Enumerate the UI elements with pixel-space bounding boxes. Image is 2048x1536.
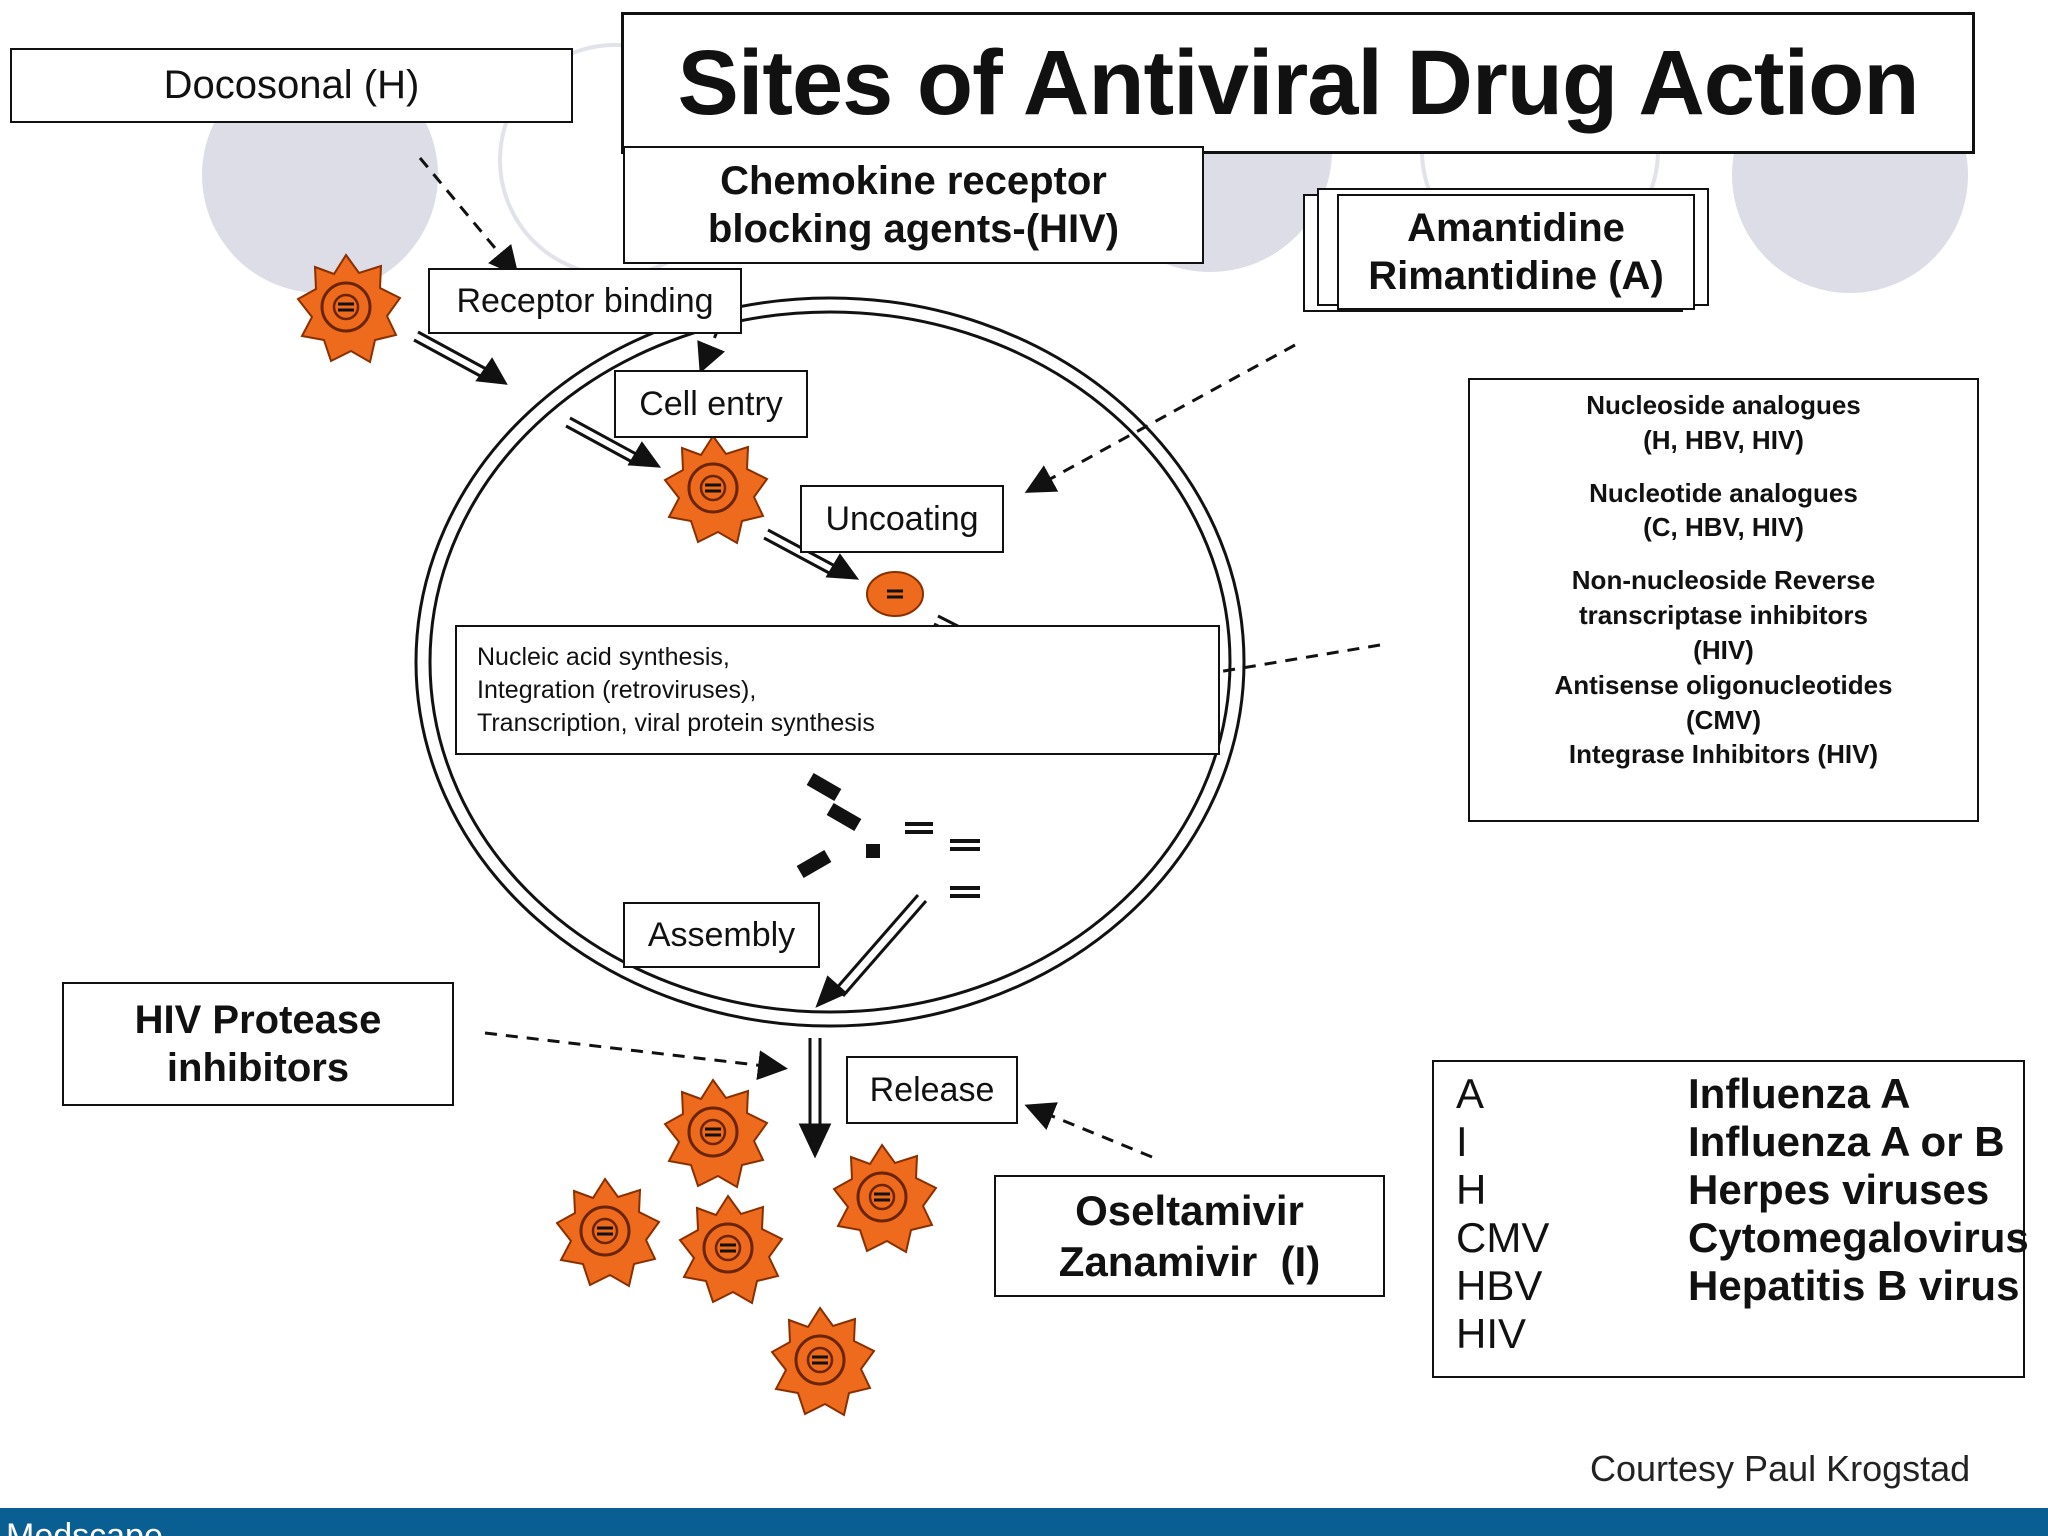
- slide-title: Sites of Antiviral Drug Action: [621, 12, 1975, 154]
- uncoating-step: Uncoating: [800, 485, 1004, 553]
- virus-particle: [832, 1143, 938, 1254]
- oseltamivir-label: Oseltamivir Zanamivir (I): [994, 1175, 1385, 1297]
- legend-abbr: H: [1456, 1166, 1487, 1213]
- virus-particle: [296, 253, 402, 364]
- legend-abbr: A: [1456, 1070, 1485, 1117]
- amantidine-line: Amantidine: [1407, 206, 1625, 250]
- legend-full: Cytomegalovirus: [1688, 1214, 2029, 1261]
- nnrti-line: (HIV): [1693, 634, 1754, 665]
- nnrti-group: Non-nucleoside Reverse transcriptase inh…: [1572, 563, 1875, 667]
- legend-abbr: CMV: [1456, 1214, 1550, 1261]
- nucleotide-group: Nucleotide analogues (C, HBV, HIV): [1589, 476, 1858, 546]
- cell-entry-arrow: [565, 416, 662, 468]
- protease-inhibitors-label: HIV Protease inhibitors: [62, 982, 454, 1106]
- docosonal-arrow: [418, 157, 519, 277]
- assembly-arrow: [815, 894, 928, 1008]
- amantidine-line: Rimantidine (A): [1368, 254, 1664, 298]
- cell-entry-step: Cell entry: [614, 370, 808, 438]
- entry-arrow: [413, 330, 508, 385]
- cell-membrane-inner: [428, 310, 1232, 1014]
- legend-abbr: HIV: [1456, 1310, 1527, 1357]
- antisense-line: Antisense oligonucleotides: [1554, 669, 1893, 700]
- nnrti-line: transcriptase inhibitors: [1579, 600, 1868, 631]
- chemokine-line: blocking agents-(HIV): [707, 207, 1120, 251]
- protease-arrow: [484, 1031, 788, 1081]
- legend-full: Hepatitis B virus: [1688, 1262, 2020, 1309]
- abbreviation-legend: A Influenza A I Influenza A or B H Herpe…: [1432, 1060, 2029, 1378]
- virus-particle: [770, 1306, 876, 1417]
- chemokine-label: Chemokine receptor blocking agents-(HIV): [623, 146, 1204, 264]
- synthesis-line: Nucleic acid synthesis,: [477, 643, 730, 671]
- assembly-step: Assembly: [623, 902, 820, 968]
- nucleotide-line: (C, HBV, HIV): [1643, 512, 1804, 543]
- amantidine-arrow: [1024, 343, 1296, 493]
- chemokine-line: Chemokine receptor: [720, 159, 1107, 203]
- nucleoside-analogues-box: Nucleoside analogues (H, HBV, HIV) Nucle…: [1468, 378, 1979, 822]
- footer-bar: Medscape: [0, 1508, 2048, 1536]
- virus-particle: [678, 1194, 784, 1305]
- antisense-group: Antisense oligonucleotides (CMV) Integra…: [1554, 668, 1892, 772]
- legend-abbr: HBV: [1456, 1262, 1543, 1309]
- integrase-line: Integrase Inhibitors (HIV): [1568, 739, 1879, 770]
- nucleoside-line: Nucleoside analogues: [1586, 390, 1861, 420]
- oseltamivir-line: Zanamivir (I): [1058, 1238, 1321, 1285]
- synthesis-step: Nucleic acid synthesis, Integration (ret…: [455, 625, 1220, 755]
- cell-membrane-outer: [414, 296, 1246, 1028]
- docosonal-label: Docosonal (H): [10, 48, 573, 123]
- amantidine-label: Amantidine Rimantidine (A): [1337, 194, 1695, 310]
- legend-full: Herpes viruses: [1688, 1166, 1990, 1213]
- image-credit: Courtesy Paul Krogstad: [1590, 1448, 1971, 1489]
- nnrti-line: Non-nucleoside Reverse: [1571, 565, 1876, 596]
- antisense-line: (CMV): [1685, 704, 1762, 735]
- oseltamivir-arrow: [1024, 1102, 1153, 1159]
- protease-line: HIV Protease: [134, 998, 382, 1042]
- nucleoside-group: Nucleoside analogues (H, HBV, HIV): [1586, 388, 1861, 458]
- protease-line: inhibitors: [166, 1046, 350, 1090]
- nucleotide-line: Nucleotide analogues: [1589, 477, 1858, 508]
- footer-brand-logo: Medscape: [6, 1517, 163, 1536]
- release-step: Release: [846, 1056, 1018, 1124]
- synthesis-line: Transcription, viral protein synthesis: [477, 709, 875, 737]
- synthesis-line: Integration (retroviruses),: [477, 676, 757, 704]
- virus-particle: [663, 434, 769, 545]
- legend-full: Influenza A: [1688, 1070, 1911, 1117]
- oseltamivir-line: Oseltamivir: [1075, 1186, 1304, 1234]
- nucleoside-line: (H, HBV, HIV): [1643, 424, 1804, 455]
- virus-particle: [663, 1078, 769, 1189]
- release-arrow: [798, 1038, 832, 1159]
- uncoated-virus-core: [866, 571, 924, 617]
- viral-fragments: [796, 772, 980, 898]
- virus-particle: [555, 1177, 661, 1288]
- legend-abbr: I: [1456, 1118, 1468, 1165]
- legend-full: Influenza A or B: [1688, 1118, 2005, 1165]
- receptor-binding-step: Receptor binding: [428, 268, 742, 334]
